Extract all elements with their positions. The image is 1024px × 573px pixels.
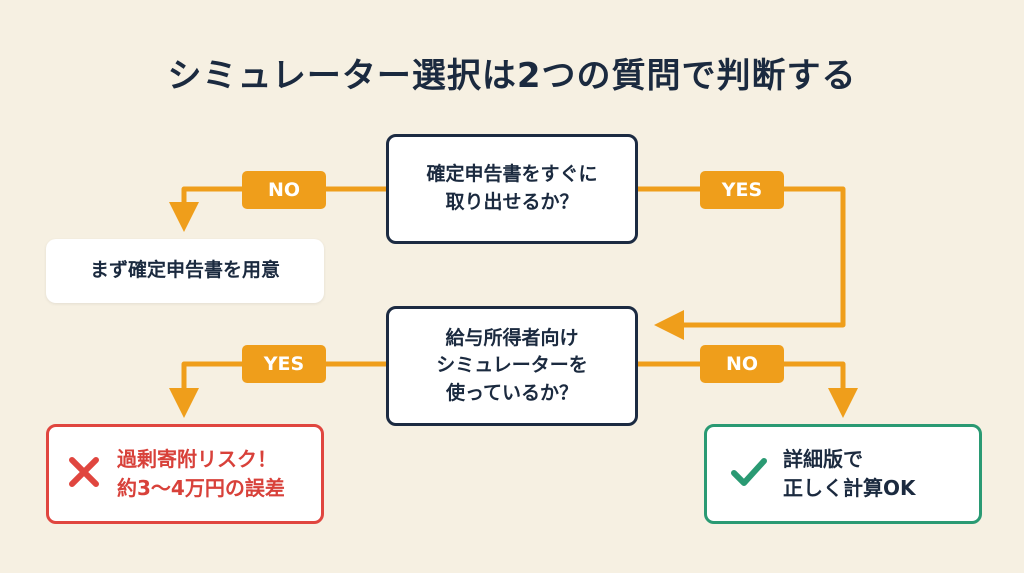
question-2-box: 給与所得者向け シミュレーターを 使っているか？ <box>386 306 638 426</box>
question-1-box: 確定申告書をすぐに 取り出せるか？ <box>386 134 638 244</box>
question-1-text: 確定申告書をすぐに 取り出せるか？ <box>426 163 598 213</box>
question-2-text: 給与所得者向け シミュレーターを 使っているか？ <box>436 326 588 404</box>
risk-box: 過剰寄附リスク！ 約3〜4万円の誤差 <box>46 424 324 524</box>
cross-icon <box>65 453 103 496</box>
check-icon <box>729 454 769 495</box>
risk-text: 過剰寄附リスク！ 約3〜4万円の誤差 <box>117 447 285 500</box>
arrow-q1-yes <box>638 186 846 340</box>
label-q2-no: NO <box>700 345 784 383</box>
page-title: シミュレーター選択は2つの質問で判断する <box>167 56 857 96</box>
label-q1-no: NO <box>242 171 326 209</box>
prepare-text: まず確定申告書を用意 <box>89 259 280 282</box>
label-q1-yes: YES <box>700 171 784 209</box>
ok-box: 詳細版で 正しく計算OK <box>704 424 982 524</box>
label-q2-yes: YES <box>242 345 326 383</box>
prepare-box: まず確定申告書を用意 <box>46 239 324 303</box>
ok-text: 詳細版で 正しく計算OK <box>783 447 916 500</box>
